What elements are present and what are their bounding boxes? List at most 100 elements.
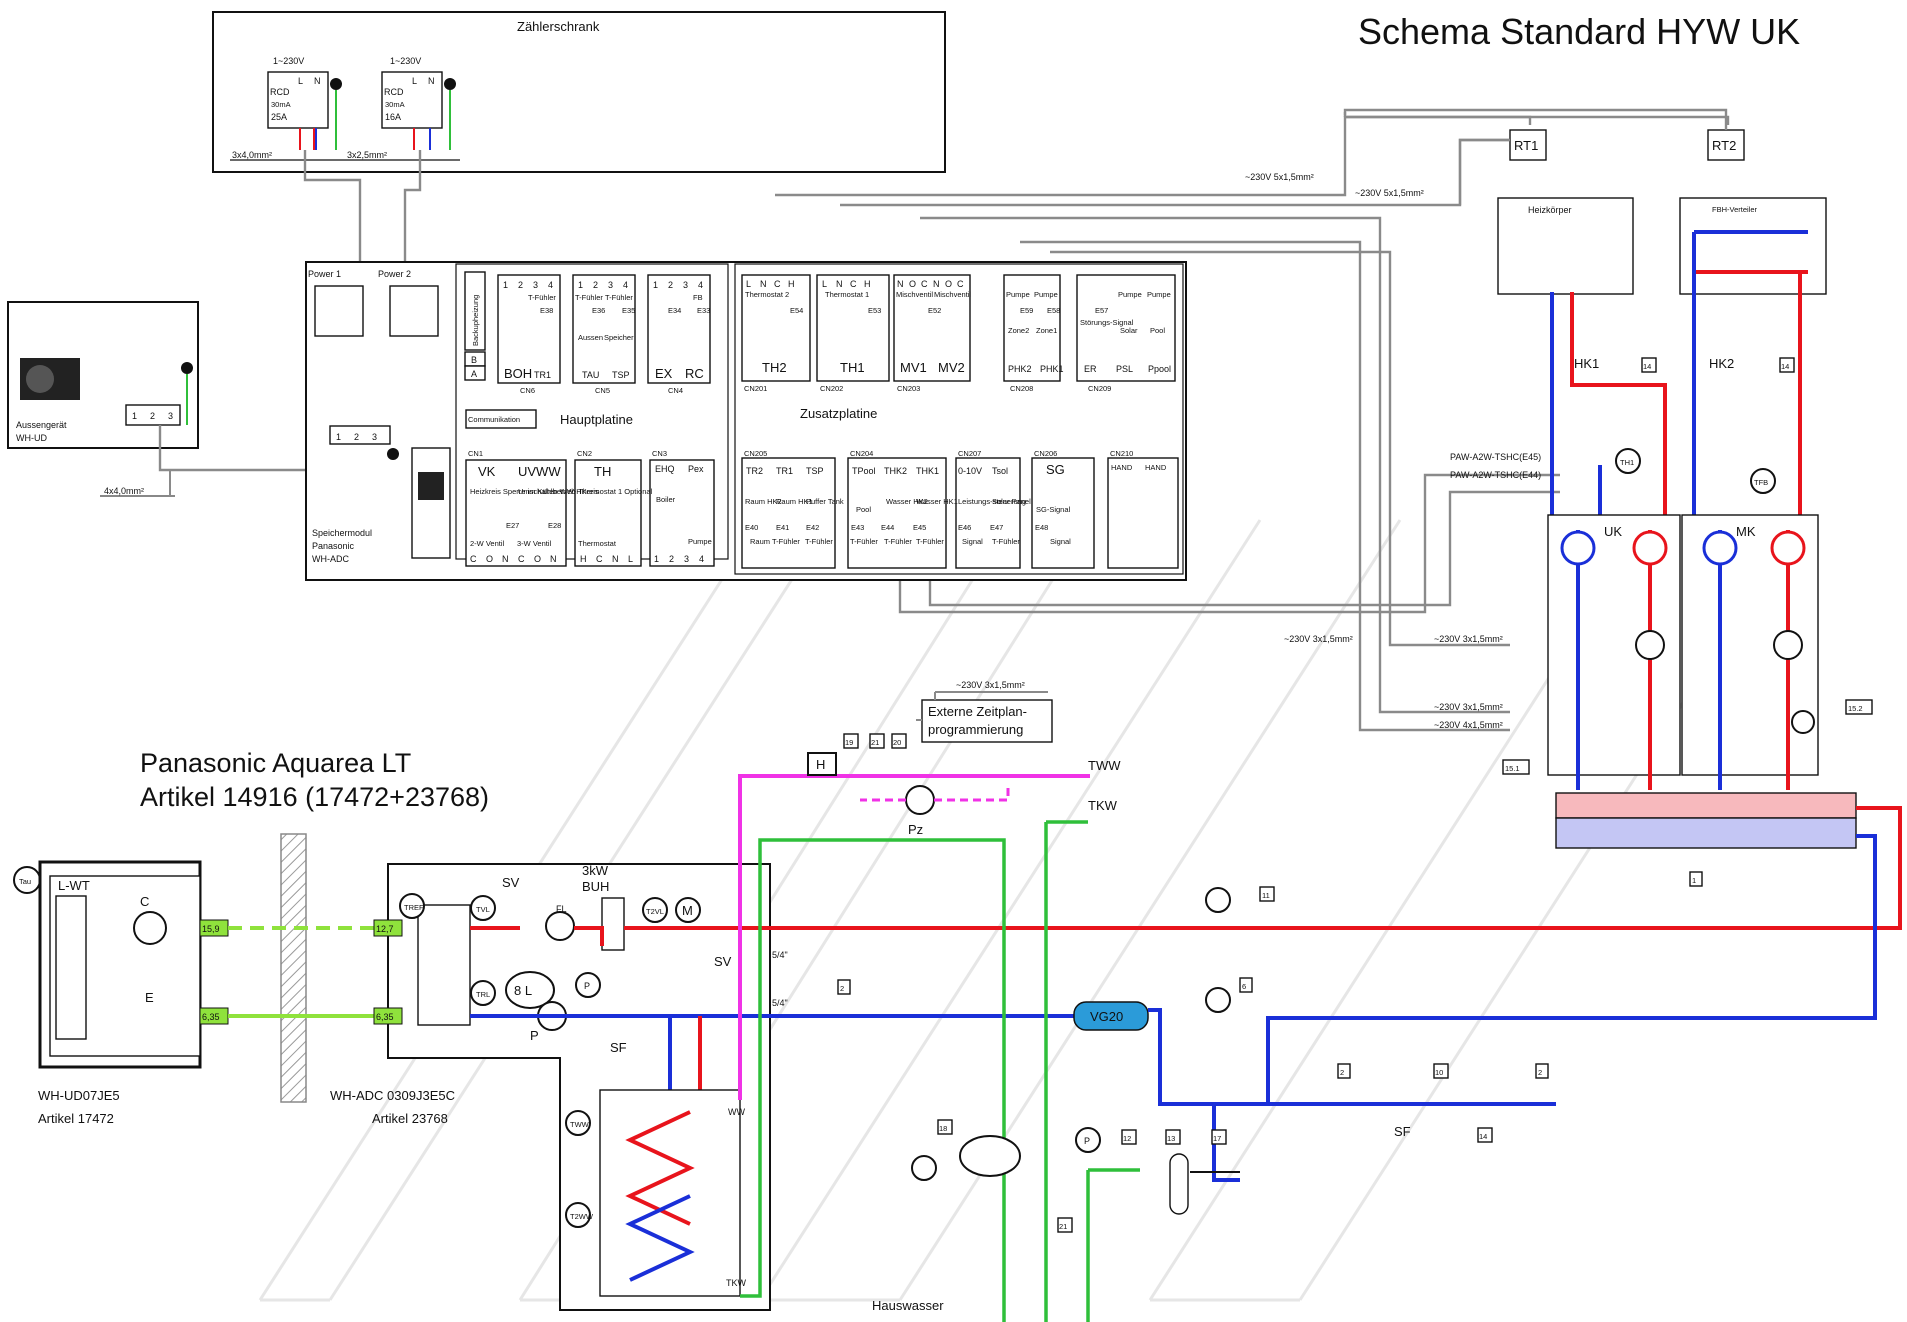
- pumpe-solar-label: Pumpe: [1118, 290, 1142, 299]
- cn204-thk2: THK2: [884, 466, 907, 476]
- boh: BOH: [504, 366, 532, 381]
- cn206-sg: SG: [1046, 462, 1065, 477]
- ext-board-label: Zusatzplatine: [800, 406, 877, 421]
- distributor-cold: [1555, 817, 1857, 849]
- pressure-gauge-icon: [911, 1155, 937, 1181]
- rt1-label: RT1: [1514, 138, 1538, 153]
- expansion-vessel: [505, 971, 555, 1009]
- cn205-tr2: TR2: [746, 466, 763, 476]
- cn4-rc: RC: [685, 366, 704, 381]
- h-label: H: [816, 757, 825, 772]
- puffer: Puffer Tank: [806, 497, 844, 506]
- port-6-35b: 6,35: [376, 1012, 394, 1022]
- motor-icon: [1791, 710, 1815, 734]
- heat-meter: [1073, 1001, 1149, 1031]
- uk-label: UK: [1604, 524, 1622, 539]
- pressure-gauge-icon: [1075, 1127, 1101, 1153]
- psl: PSL: [1116, 364, 1133, 374]
- pressure-gauge-icon: [1205, 887, 1231, 913]
- svg-text:1: 1: [654, 554, 659, 564]
- cn1-label: CN1: [468, 449, 483, 458]
- thermometer-icon: [1702, 530, 1738, 566]
- e42: E42: [806, 523, 819, 532]
- outdoor-ground-icon: [181, 362, 193, 374]
- thermometer-icon: [1632, 530, 1668, 566]
- tkw-label: TKW: [726, 1278, 747, 1288]
- system-title1: Panasonic Aquarea LT: [140, 748, 411, 778]
- svg-text:C: C: [921, 279, 928, 289]
- mv2: MV2: [938, 360, 965, 375]
- cable-f: ~230V 3x1,5mm²: [1434, 702, 1503, 712]
- cn204: CN204: [850, 449, 873, 458]
- cn3-pumpe: Pumpe: [688, 537, 712, 546]
- e36: E36: [592, 306, 605, 315]
- ww-label: WW: [728, 1107, 745, 1117]
- hand1: HAND: [1111, 463, 1133, 472]
- buh-label: BUH: [582, 879, 609, 894]
- cn6-1: 1: [503, 280, 508, 290]
- rcd2-label: RCD: [384, 87, 404, 97]
- outdoor-term-1: 1: [132, 411, 137, 421]
- term-3: 3: [372, 432, 377, 442]
- leistung: Leistungs-steuerung: [958, 497, 1026, 506]
- svg-text:3: 3: [684, 554, 689, 564]
- rcd2-breaker: [381, 71, 443, 129]
- cn5-1: 1: [578, 280, 583, 290]
- cn207: CN207: [958, 449, 981, 458]
- cable-e: ~230V 4x1,5mm²: [1434, 720, 1503, 730]
- rcd1-l: L: [298, 76, 303, 86]
- pipe-size-hot: 5/4": [772, 950, 788, 960]
- svg-text:O: O: [486, 554, 493, 564]
- cn208: CN208: [1010, 384, 1033, 393]
- wasser-hk2: Wasser HK2: [886, 497, 928, 506]
- floor-manifold-label: FBH-Verteiler: [1712, 205, 1758, 214]
- motor-label: M: [682, 903, 693, 918]
- cn210: CN210: [1110, 449, 1133, 458]
- storage-label1: Speichermodul: [312, 528, 372, 538]
- solar: Solar: [1120, 326, 1138, 335]
- cn204-tpool: TPool: [852, 466, 876, 476]
- e34: E34: [668, 306, 681, 315]
- cn3-terminals: 1 2 3 4: [654, 554, 704, 564]
- cn6-tr1: TR1: [534, 370, 551, 380]
- n14b: 14: [1781, 362, 1789, 371]
- svg-text:N: N: [897, 279, 904, 289]
- n1: 1: [1692, 876, 1696, 885]
- power1-label: Power 1: [308, 269, 341, 279]
- raum-hk2: Raum HK2: [745, 497, 782, 506]
- cn205: CN205: [744, 449, 767, 458]
- rcd2-n: N: [428, 76, 435, 86]
- wasser-hk1: Wasser HK1: [916, 497, 958, 506]
- port-12-7: 12,7: [376, 924, 394, 934]
- term-a: A: [471, 369, 477, 379]
- pump-icon: [1635, 630, 1665, 660]
- e27: E27: [506, 521, 519, 530]
- radiator-label: Heizkörper: [1528, 205, 1572, 215]
- raum-tf: Raum T-Fühler: [750, 537, 800, 546]
- cn203-terms: N O C N O C: [897, 279, 964, 289]
- sensor45-label: PAW-A2W-TSHC(E45): [1450, 452, 1541, 462]
- cable1-label: 3x4,0mm²: [232, 150, 272, 160]
- rcd1-rating: 25A: [271, 112, 287, 122]
- cn2-desc: Thermostat 1 Optional: [578, 487, 653, 496]
- svg-text:C: C: [957, 279, 964, 289]
- svg-text:O: O: [909, 279, 916, 289]
- outdoor-cable: 4x4,0mm²: [104, 486, 144, 496]
- solar-panel: Solar Panel: [992, 497, 1031, 506]
- pressure-gauge-icon: [575, 972, 601, 998]
- adc-model: WH-ADC 0309J3E5C: [330, 1088, 455, 1103]
- e52: E52: [928, 306, 941, 315]
- svg-text:N: N: [550, 554, 557, 564]
- thermometer-icon: [1770, 530, 1806, 566]
- filter-cartridge: [1169, 1153, 1189, 1215]
- timer-label2: programmierung: [928, 722, 1023, 737]
- module-ground-icon: [387, 448, 399, 460]
- n19: 19: [845, 738, 853, 747]
- pool-w: Pool: [856, 505, 871, 514]
- svg-text:C: C: [596, 554, 603, 564]
- term-b: B: [471, 355, 477, 365]
- cn3-label: CN3: [652, 449, 667, 458]
- ud-model: WH-UD07JE5: [38, 1088, 120, 1103]
- ground2-icon: [444, 78, 456, 90]
- outdoor-term-3: 3: [168, 411, 173, 421]
